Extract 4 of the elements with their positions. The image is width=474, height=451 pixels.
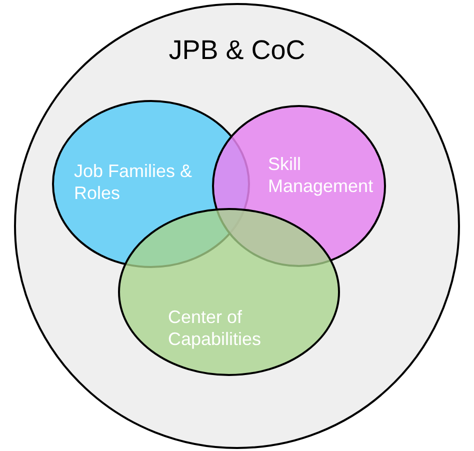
circle-label: Center of Capabilities bbox=[168, 306, 262, 350]
circle-label: Skill Management bbox=[268, 153, 374, 197]
outer-circle-label: JPB & CoC bbox=[168, 35, 306, 65]
circle-label: Job Families & Roles bbox=[74, 160, 194, 204]
